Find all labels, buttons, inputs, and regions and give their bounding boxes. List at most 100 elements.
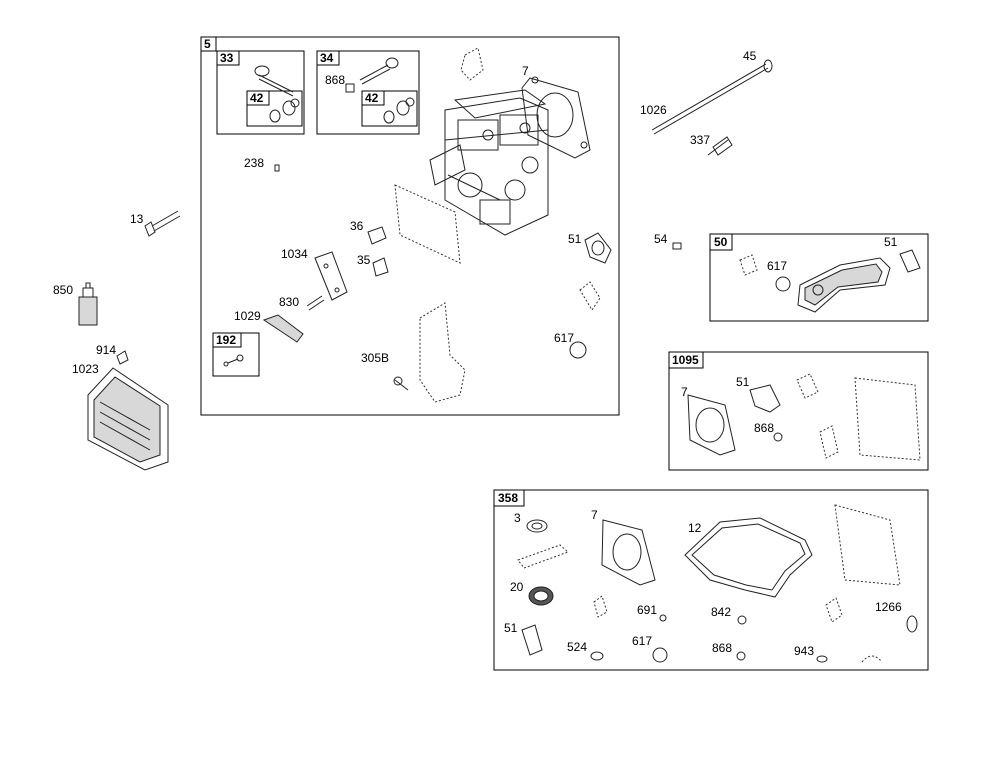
kit-34-box: 34 42 868: [316, 50, 420, 135]
kit-192-label[interactable]: 192: [216, 333, 236, 347]
valve-keeper-icon: [383, 97, 415, 124]
callout-36[interactable]: 36: [350, 219, 364, 233]
o-ring-icon: [775, 276, 791, 292]
small-gasket-icon: [460, 47, 484, 81]
callout-868-c[interactable]: 868: [712, 641, 732, 655]
grommet-icon: [116, 350, 129, 365]
heat-shield-icon: [393, 302, 466, 403]
kit-42b-label[interactable]: 42: [365, 91, 379, 105]
cover-gasket-icon: [834, 504, 901, 586]
head-gasket-icon: [521, 76, 591, 159]
intake-manifold-icon: [797, 257, 891, 313]
o-ring-icon: [652, 647, 668, 663]
washer-icon: [737, 615, 747, 625]
callout-51-d[interactable]: 51: [504, 621, 518, 635]
callout-1026[interactable]: 1026: [640, 103, 667, 117]
small-gasket-icon: [521, 624, 543, 656]
clip-icon: [223, 354, 244, 367]
kit-50-label[interactable]: 50: [714, 235, 728, 249]
kit-5-box: 5: [200, 36, 620, 416]
kit-50-box: 50 617 51: [709, 233, 929, 322]
small-gasket-icon: [593, 595, 608, 618]
kit-5-label[interactable]: 5: [204, 37, 211, 51]
callout-51-a[interactable]: 51: [568, 232, 582, 246]
callout-54[interactable]: 54: [654, 232, 668, 246]
o-ring-icon: [816, 655, 828, 663]
washer-icon: [659, 614, 667, 622]
callout-7-c[interactable]: 7: [591, 508, 598, 522]
callout-51-c[interactable]: 51: [736, 375, 750, 389]
callout-868-a[interactable]: 868: [325, 73, 345, 87]
pin-icon: [274, 164, 280, 172]
washer-icon: [736, 651, 746, 661]
callout-35[interactable]: 35: [357, 253, 371, 267]
valve-keeper-icon: [269, 98, 300, 123]
rocker-stud-icon: [367, 226, 387, 245]
kit-192-box: 192: [212, 332, 260, 377]
kit-33-box: 33 42: [216, 50, 305, 135]
callout-617-a[interactable]: 617: [767, 259, 787, 273]
callout-524[interactable]: 524: [567, 640, 587, 654]
callout-850[interactable]: 850: [53, 283, 73, 297]
callout-238[interactable]: 238: [244, 156, 264, 170]
callout-1034[interactable]: 1034: [281, 247, 308, 261]
sealant-tube-icon: [78, 282, 98, 326]
callout-1266[interactable]: 1266: [875, 600, 902, 614]
callout-943[interactable]: 943: [794, 644, 814, 658]
kit-358-label[interactable]: 358: [498, 491, 518, 505]
callout-12[interactable]: 12: [688, 521, 702, 535]
callout-1029[interactable]: 1029: [234, 309, 261, 323]
small-gasket-icon: [517, 544, 569, 569]
rocker-nut-icon: [372, 257, 389, 277]
callout-337[interactable]: 337: [690, 133, 710, 147]
kit-34-label[interactable]: 34: [320, 51, 334, 65]
kit-33-label[interactable]: 33: [220, 51, 234, 65]
callout-3[interactable]: 3: [514, 511, 521, 525]
callout-617-c[interactable]: 617: [632, 634, 652, 648]
head-gasket-icon: [687, 394, 736, 456]
oil-seal-icon: [528, 586, 554, 606]
callout-305b[interactable]: 305B: [361, 351, 389, 365]
small-gasket-icon: [825, 597, 843, 623]
o-ring-icon: [590, 651, 604, 661]
callout-868-b[interactable]: 868: [754, 421, 774, 435]
kit-358-box: 358 3 7 12 20 691: [493, 489, 929, 671]
pushrod-icon: [306, 295, 325, 311]
small-gasket-icon: [749, 373, 839, 459]
washer-icon: [773, 432, 783, 442]
callout-842[interactable]: 842: [711, 605, 731, 619]
cover-gasket-icon: [394, 184, 461, 264]
valve-icon: [254, 65, 294, 97]
kit-42a-label[interactable]: 42: [250, 91, 264, 105]
bolt-icon: [144, 210, 181, 237]
callout-914[interactable]: 914: [96, 343, 116, 357]
o-ring-icon: [569, 341, 587, 359]
crankcase-gasket-icon: [684, 517, 813, 598]
dipstick-tube-icon: [651, 59, 773, 135]
spark-plug-icon: [707, 136, 733, 156]
o-ring-icon: [906, 615, 918, 633]
kit-1095-label[interactable]: 1095: [672, 353, 699, 367]
guide-plate-icon: [314, 251, 348, 301]
callout-7-b[interactable]: 7: [681, 385, 688, 399]
seal-icon: [526, 519, 548, 533]
small-gasket-icon: [739, 249, 921, 276]
callout-830[interactable]: 830: [279, 295, 299, 309]
small-gasket-icon: [861, 655, 883, 663]
callout-20[interactable]: 20: [510, 580, 524, 594]
callout-617-b[interactable]: 617: [554, 331, 574, 345]
callout-51-b[interactable]: 51: [884, 235, 898, 249]
rocker-cover-icon: [87, 367, 169, 471]
callout-691[interactable]: 691: [637, 603, 657, 617]
callout-7-a[interactable]: 7: [522, 64, 529, 78]
callout-13[interactable]: 13: [130, 212, 144, 226]
kit-1095-box: 1095 7 51 868: [668, 351, 929, 471]
valve-icon: [345, 57, 399, 93]
head-gasket-icon: [601, 519, 656, 586]
intake-adapter-icon: [584, 232, 612, 264]
cylinder-head-icon: [429, 89, 549, 236]
small-gasket-icon: [579, 281, 601, 311]
callout-1023[interactable]: 1023: [72, 362, 99, 376]
callout-45[interactable]: 45: [743, 49, 757, 63]
